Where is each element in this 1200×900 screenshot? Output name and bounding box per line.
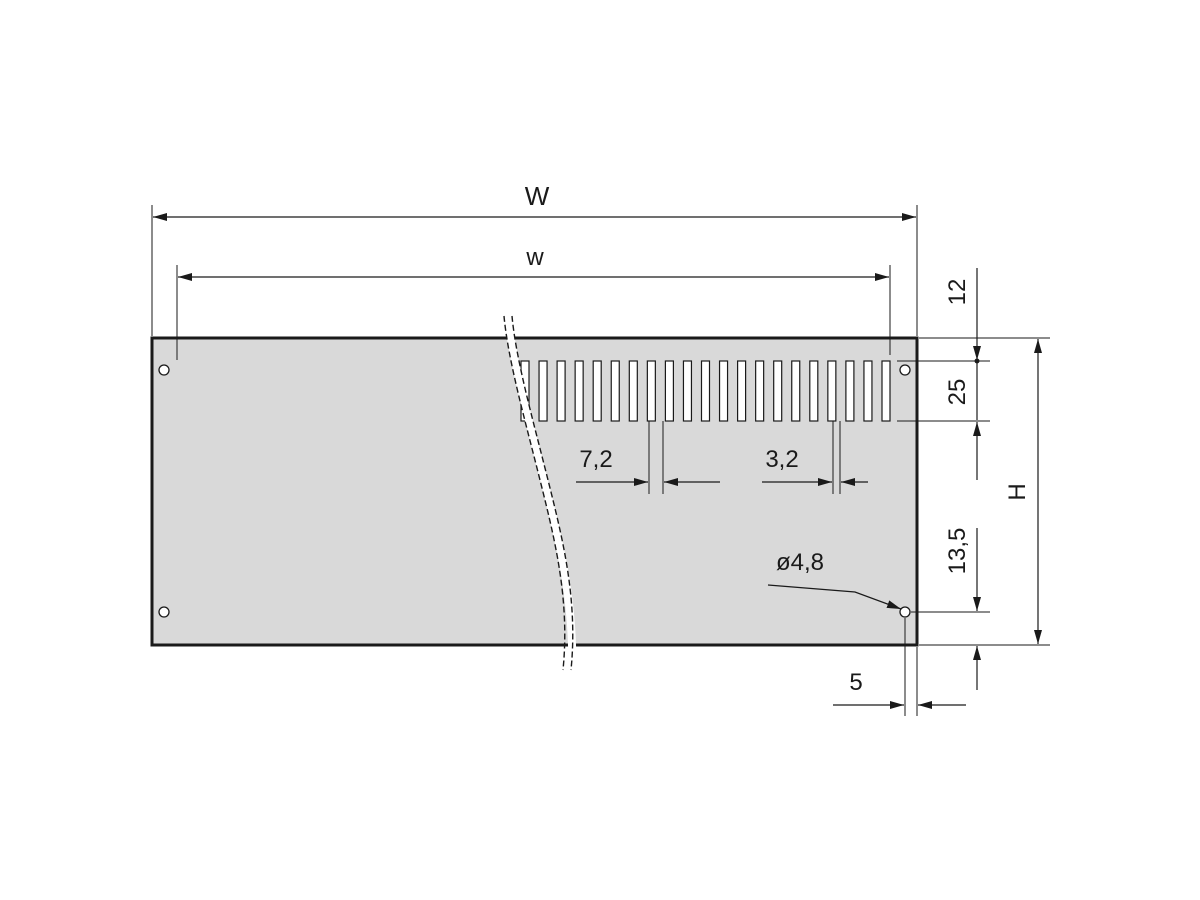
vent-slot bbox=[700, 360, 711, 422]
dimension-H: H bbox=[919, 337, 1050, 646]
panel-outline bbox=[150, 336, 919, 647]
vent-slot bbox=[755, 360, 765, 422]
mounting-hole-top-right bbox=[899, 364, 911, 376]
vent-slot bbox=[610, 360, 620, 422]
ventilation-slots bbox=[520, 360, 891, 422]
vent-slot bbox=[827, 360, 837, 422]
vent-slot bbox=[773, 360, 783, 422]
vent-slot bbox=[628, 360, 638, 422]
dimension-slot-vertical: 12 25 bbox=[897, 268, 990, 480]
vent-slot bbox=[574, 360, 584, 422]
dimension-7-2-label: 7,2 bbox=[579, 446, 612, 473]
dimension-W-label: W bbox=[525, 181, 550, 211]
dimension-hole-diameter: ø4,8 bbox=[767, 549, 902, 610]
vent-slot bbox=[664, 360, 675, 422]
dimension-5-label: 5 bbox=[849, 669, 862, 696]
dimension-hole-side: 5 bbox=[833, 618, 966, 716]
dimension-W: W bbox=[151, 181, 918, 336]
dimension-slot-pitch: 7,2 bbox=[576, 421, 720, 494]
vent-slot bbox=[592, 360, 602, 422]
mounting-hole-top-left bbox=[158, 364, 170, 376]
vent-slot bbox=[809, 360, 819, 422]
vent-slot bbox=[736, 360, 747, 422]
dimension-w: w bbox=[176, 244, 891, 360]
dimension-H-label: H bbox=[1004, 483, 1031, 500]
dimension-25-label: 25 bbox=[944, 379, 971, 406]
vent-slot bbox=[682, 360, 693, 422]
vent-slot bbox=[791, 360, 801, 422]
dimension-w-label: w bbox=[525, 244, 544, 271]
break-line bbox=[503, 315, 577, 671]
vent-slot bbox=[881, 360, 891, 422]
dimension-13-5-label: 13,5 bbox=[944, 528, 971, 575]
mounting-hole-bottom-left bbox=[158, 606, 170, 618]
dimension-3-2-label: 3,2 bbox=[765, 446, 798, 473]
dimension-hole-bottom: 13,5 bbox=[911, 528, 990, 690]
vent-slot bbox=[718, 360, 729, 422]
vent-slot bbox=[845, 360, 855, 422]
dimension-slot-width: 3,2 bbox=[762, 421, 868, 494]
vent-slot bbox=[538, 360, 548, 422]
mounting-hole-bottom-right bbox=[899, 606, 911, 618]
vent-slot bbox=[556, 360, 566, 422]
vent-slot bbox=[646, 360, 656, 422]
dimension-12-label: 12 bbox=[944, 279, 971, 306]
vent-slot bbox=[863, 360, 873, 422]
dimension-diameter-label: ø4,8 bbox=[776, 549, 824, 576]
